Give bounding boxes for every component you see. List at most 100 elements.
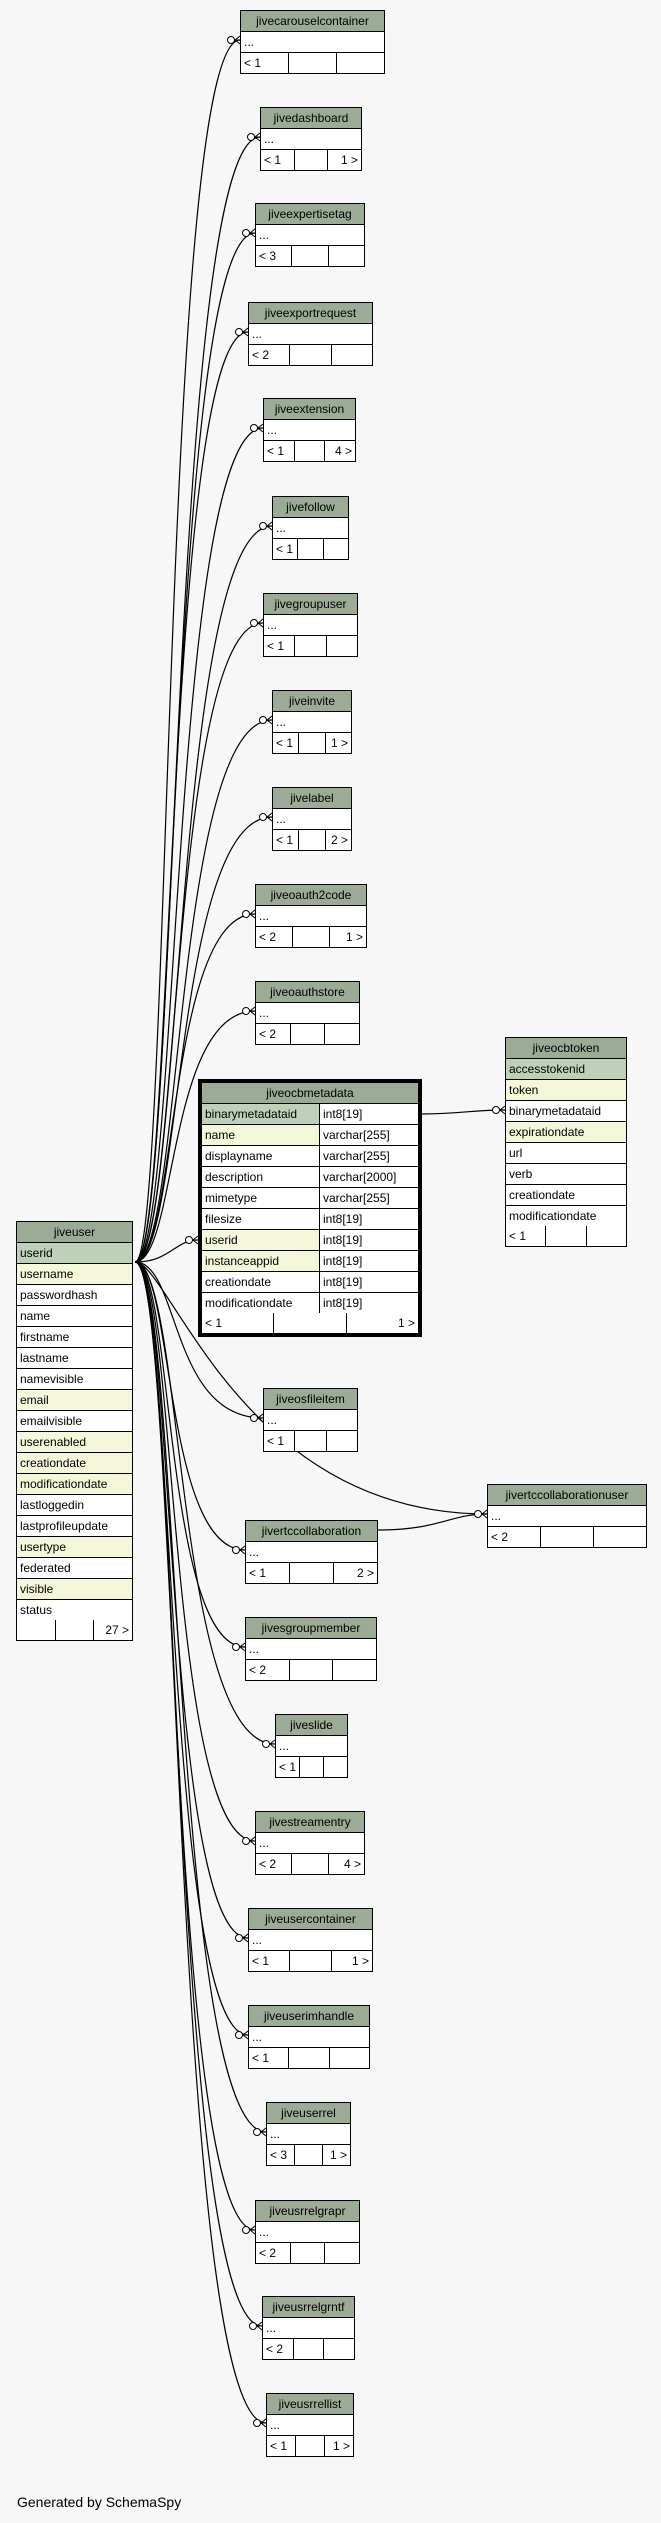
column-name: lastname [20,1351,69,1365]
column-row: ... [264,1410,357,1431]
column-row: email [17,1390,132,1411]
footer-cell-left: < 1 [264,153,282,167]
column-ellipsis: ... [267,1413,278,1427]
column-row: token [506,1080,626,1101]
column-type: varchar[255] [319,1125,418,1145]
column-name: namevisible [20,1372,84,1386]
footer-cell-right [327,246,364,266]
column-name: binarymetadataid [202,1104,319,1124]
table-jiveosfileitem[interactable]: jiveosfileitem...< 1 [263,1388,358,1452]
link-jiveosfileitem-optional-marker [250,1414,258,1422]
column-row: visible [17,1579,132,1600]
footer-cell-left: < 1 [267,444,285,458]
link-jiveinvite-many-marker [266,715,273,725]
column-row: ... [264,420,355,441]
footer-cell-right: 1 > [330,1951,372,1971]
table-footer: 27 > [17,1620,132,1640]
column-ellipsis: ... [264,132,275,146]
column-row: binarymetadataid [506,1101,626,1122]
link-jivegroupuser-optional-marker [250,619,258,627]
link-jiveoauthstore-many-marker [249,1006,256,1016]
link-jiveuser-jiveusercontainer [134,1261,249,1939]
column-type: int8[19] [319,1293,418,1313]
link-jiveexpertisetag-many-marker [249,228,256,238]
column-ellipsis: ... [270,2418,281,2432]
column-ellipsis: ... [270,2127,281,2141]
table-title: jivegroupuser [264,594,357,615]
link-jiveusercontainer-optional-marker [235,1934,243,1942]
footer-cell-mid [54,1620,94,1640]
column-ellipsis: ... [276,521,287,535]
table-jiveslide[interactable]: jiveslide...< 1 [275,1714,348,1778]
column-name: passwordhash [20,1288,98,1302]
table-title: jiveocbmetadata [202,1083,418,1104]
table-jiveocbmetadata[interactable]: jiveocbmetadata binarymetadataid int8[19]… [198,1079,422,1337]
table-jiveuserimhandle[interactable]: jiveuserimhandle...< 1 [248,2005,370,2069]
column-row: expirationdate [506,1122,626,1143]
column-type: varchar[255] [319,1146,418,1166]
table-jiveoauthstore[interactable]: jiveoauthstore...< 2 [255,981,360,1045]
column-name: creationdate [205,1275,272,1289]
table-footer: < 2 [256,1024,359,1044]
table-footer: < 2 [246,1660,376,1680]
footer-cell-left: < 1 [270,2439,288,2453]
footer-cell-right: 1 > [324,733,351,753]
link-jiveusrrelgrapr-many-marker [249,2225,256,2235]
link-jiveusercontainer-many-marker [242,1933,249,1943]
table-title: jivesgroupmember [246,1618,376,1639]
column-name: modificationdate [509,1209,597,1223]
table-jivefollow[interactable]: jivefollow...< 1 [272,496,349,560]
column-row: accesstokenid [506,1059,626,1080]
column-row: ... [246,1542,377,1563]
footer-cell-mid [289,1951,330,1971]
column-name: token [509,1083,539,1097]
footer-cell-mid [540,1527,593,1547]
table-jiveexportrequest[interactable]: jiveexportrequest...< 2 [248,302,373,366]
link-jivedashboard-optional-marker [247,133,255,141]
column-row: ... [256,2222,359,2243]
footer-cell-mid [298,830,324,850]
table-jivertccollaborationuser[interactable]: jivertccollaborationuser...< 2 [487,1484,647,1548]
footer-cell-mid [293,441,325,461]
column-name: creationdate [20,1456,87,1470]
table-footer: < 1 [241,53,384,73]
table-footer: < 1 [264,636,357,656]
table-jivecarouselcontainer[interactable]: jivecarouselcontainer...< 1 [240,10,385,74]
column-name: creationdate [509,1188,576,1202]
table-jiveexpertisetag[interactable]: jiveexpertisetag...< 3 [255,203,365,267]
table-jiveusrrelgrapr[interactable]: jiveusrrelgrapr...< 2 [255,2200,360,2264]
column-row: ... [256,1833,364,1854]
table-jivesgroupmember[interactable]: jivesgroupmember...< 2 [245,1617,377,1681]
table-title: jivertccollaborationuser [488,1485,646,1506]
footer-cell-left: < 2 [249,1663,267,1677]
table-footer: < 1 1 > [202,1313,418,1333]
footer-cell-mid [293,150,328,170]
column-row: ... [261,129,361,150]
table-jivegroupuser[interactable]: jivegroupuser...< 1 [263,593,358,657]
link-jivertccollaboration-jivertccollaborationuser [377,1513,488,1531]
link-jiveusrrelgrntf-optional-marker [249,2322,257,2330]
link-jivestreamentry-optional-marker [242,1837,250,1845]
link-jivertccollaboration-many-marker [239,1545,246,1555]
link-jiveuser-jivesgroupmember [134,1261,246,1648]
table-title: jiveinvite [273,691,351,712]
table-jiveusrrelgrntf[interactable]: jiveusrrelgrntf...< 2 [262,2296,355,2360]
